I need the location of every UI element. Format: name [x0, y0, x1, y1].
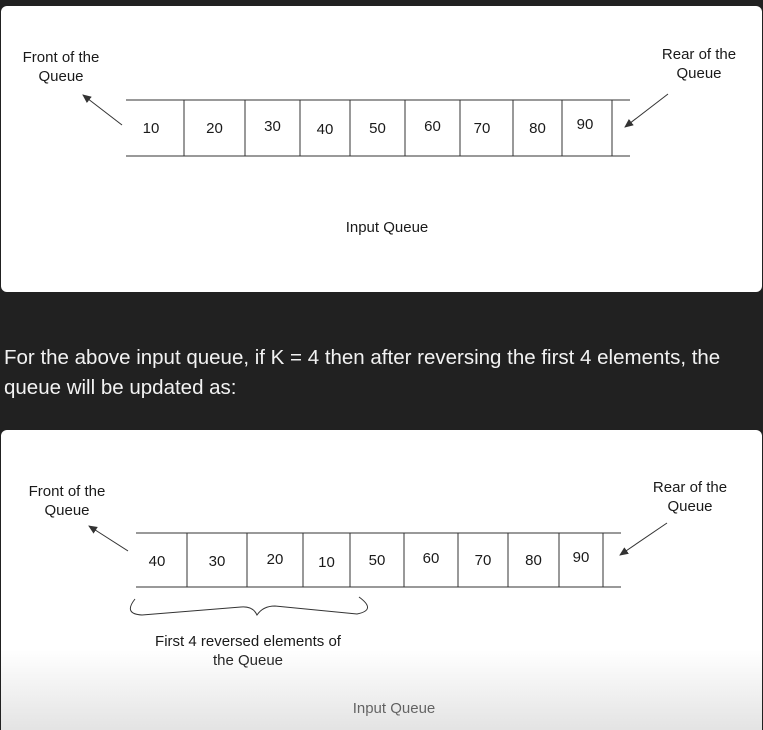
queue-cell: 60 — [424, 118, 441, 135]
queue-cell: 50 — [369, 120, 386, 137]
queue-cell: 20 — [206, 120, 223, 137]
queue-cell: 30 — [208, 553, 226, 570]
queue-cell: 10 — [142, 120, 160, 137]
input-queue-caption: Input Queue — [345, 219, 429, 236]
front-label-line-2: Queue — [44, 502, 90, 519]
queue-cell: 80 — [525, 552, 542, 569]
input-queue-caption: Input Queue — [352, 700, 436, 717]
rear-arrow — [624, 93, 669, 128]
curly-brace — [129, 596, 368, 617]
front-label-line-1: Front of the — [28, 483, 106, 500]
rear-label-line-1: Rear of the — [652, 479, 728, 496]
explanation-text: For the above input queue, if K = 4 then… — [4, 346, 721, 399]
queue-cell: 70 — [473, 120, 491, 137]
brace-label-line-1: First 4 reversed elements of — [155, 633, 341, 650]
rear-label-line-2: Queue — [676, 65, 722, 82]
reversed-elements-label: First 4 reversed elements of the Queue — [141, 632, 355, 670]
rear-of-queue-label: Rear of the Queue — [634, 478, 746, 516]
queue-cell: 90 — [576, 116, 594, 133]
front-arrow — [82, 94, 123, 126]
queue-diagram-bottom — [88, 522, 668, 617]
front-label-line-1: Front of the — [22, 49, 100, 66]
queue-cell: 10 — [318, 554, 335, 571]
front-arrow — [88, 525, 129, 552]
rear-label-line-2: Queue — [667, 498, 713, 515]
queue-cell: 40 — [148, 553, 166, 570]
front-label-line-2: Queue — [38, 68, 84, 85]
queue-cell: 20 — [266, 551, 284, 568]
front-of-queue-label: Front of the Queue — [11, 482, 123, 520]
rear-arrow — [619, 522, 668, 556]
queue-cell: 40 — [316, 121, 334, 138]
queue-cell: 30 — [264, 118, 281, 135]
queue-diagram-top — [82, 93, 669, 157]
updated-queue-panel: Front of the Queue Rear of the Queue 40 … — [1, 430, 762, 730]
front-of-queue-label: Front of the Queue — [5, 48, 117, 86]
queue-cell: 70 — [474, 552, 492, 569]
queue-cell: 80 — [529, 120, 546, 137]
queue-cell: 50 — [368, 552, 386, 569]
input-queue-panel: Front of the Queue Rear of the Queue 10 … — [1, 6, 762, 292]
brace-label-line-2: the Queue — [212, 652, 284, 669]
rear-label-line-1: Rear of the — [661, 46, 737, 63]
queue-cell: 60 — [422, 550, 440, 567]
rear-of-queue-label: Rear of the Queue — [643, 45, 755, 83]
queue-cell: 90 — [572, 549, 590, 566]
